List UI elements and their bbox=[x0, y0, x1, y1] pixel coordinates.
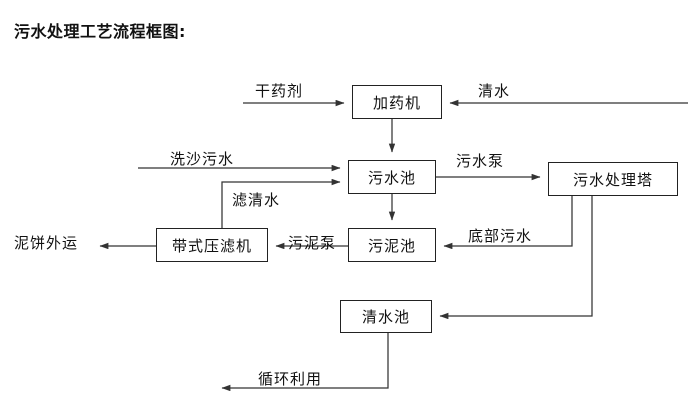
edge-tower-bottom-sewage-to-sludge-pool bbox=[443, 196, 573, 250]
flow-label-recycling-reuse: 循环利用 bbox=[258, 370, 323, 388]
edge-tower-to-clear-water-pool bbox=[439, 196, 593, 320]
flow-label-sand-washing-sewage: 洗沙污水 bbox=[170, 150, 235, 168]
process-node-sludge-pool: 污泥池 bbox=[348, 228, 436, 262]
edge-clear-water-pool-to-reuse bbox=[221, 333, 389, 392]
flow-label-sludge-pump: 污泥泵 bbox=[288, 234, 337, 252]
process-node-treatment-tower: 污水处理塔 bbox=[548, 162, 678, 196]
flow-label-clean-water-in: 清水 bbox=[478, 82, 511, 100]
flow-label-sewage-pump: 污水泵 bbox=[456, 152, 505, 170]
process-node-belt-filter-press: 带式压滤机 bbox=[156, 228, 268, 262]
flow-label-filtered-clear-water: 滤清水 bbox=[232, 191, 281, 209]
flow-label-mud-cake-outbound: 泥饼外运 bbox=[14, 234, 79, 252]
flow-label-dry-reagent: 干药剂 bbox=[255, 82, 304, 100]
page-title: 污水处理工艺流程框图: bbox=[14, 22, 186, 41]
process-node-sewage-pool: 污水池 bbox=[348, 160, 436, 194]
flow-label-bottom-sewage: 底部污水 bbox=[468, 227, 533, 245]
edge-press-to-sewage-pool bbox=[221, 178, 341, 228]
process-node-dosing-machine: 加药机 bbox=[352, 85, 442, 119]
process-node-clear-water-pool: 清水池 bbox=[340, 300, 432, 333]
